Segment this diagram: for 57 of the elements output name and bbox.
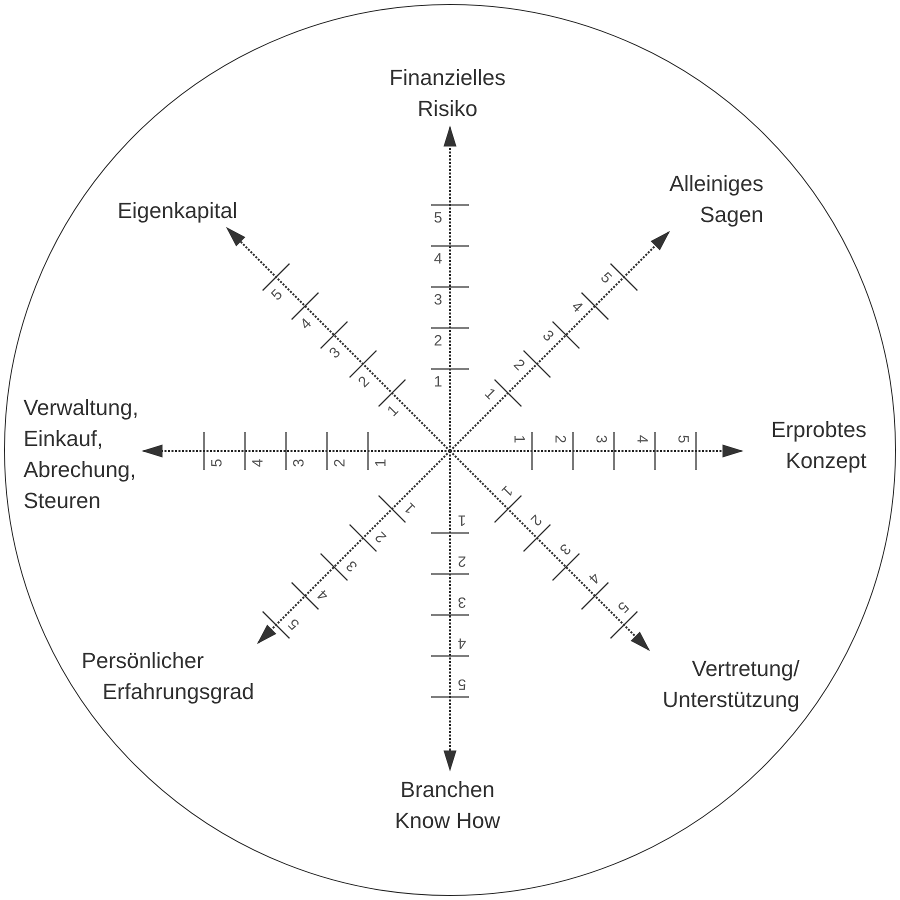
tick-label: 5 <box>210 458 224 468</box>
arrow <box>256 450 451 644</box>
tick-label: 5 <box>676 434 690 444</box>
tick-label: 1 <box>401 500 418 517</box>
tick-label: 1 <box>458 512 466 528</box>
arrow <box>444 126 456 451</box>
tick-label: 3 <box>292 458 306 468</box>
tick-label: 5 <box>434 210 442 226</box>
axis-label: Branchen Know How <box>386 774 510 836</box>
tick-label: 1 <box>374 458 388 468</box>
tick-label: 3 <box>594 434 608 444</box>
tick-label: 2 <box>528 512 545 529</box>
tick-label: 5 <box>285 616 302 632</box>
arrow <box>450 444 744 458</box>
arrow <box>444 451 456 772</box>
tick-label: 5 <box>458 676 466 692</box>
tick-label: 4 <box>586 570 602 587</box>
tick-label: 2 <box>458 554 466 568</box>
tick-label: 3 <box>434 292 442 308</box>
tick-label: 1 <box>499 483 516 500</box>
tick-label: 4 <box>434 252 442 266</box>
arrow <box>226 226 451 452</box>
tick-label: 4 <box>250 458 266 468</box>
tick-label: 1 <box>384 402 401 419</box>
tick-label: 3 <box>557 541 574 558</box>
arrow <box>449 230 670 452</box>
tick-label: 1 <box>512 434 526 444</box>
arrow <box>449 450 650 652</box>
tick-label: 1 <box>482 385 499 402</box>
tick-label: 2 <box>434 334 442 348</box>
tick-label: 2 <box>332 458 348 468</box>
arrow <box>142 444 450 458</box>
tick-label: 4 <box>458 636 466 650</box>
tick-label: 4 <box>634 434 650 444</box>
axis-label: Verwaltung, Einkauf, Abrechung, Steuren <box>24 392 140 516</box>
tick-label: 2 <box>372 529 389 546</box>
axis-label: Erprobtes Konzept <box>746 414 866 476</box>
tick-label: 3 <box>458 594 466 610</box>
axis-label: Vertretung/ Unterstützung <box>634 652 800 714</box>
tick-label: 5 <box>598 270 615 286</box>
tick-label: 3 <box>343 558 360 574</box>
axis-label: Alleiniges Sagen <box>642 168 764 230</box>
tick-label: 2 <box>552 434 568 444</box>
axis-label: Persönlicher Erfahrungsgrad <box>82 644 256 706</box>
tick-label: 1 <box>434 374 442 390</box>
tick-label: 2 <box>511 356 528 373</box>
axis-label: Finanzielles Risiko <box>382 62 512 124</box>
tick-label: 5 <box>268 286 285 303</box>
tick-label: 2 <box>355 373 372 390</box>
tick-label: 3 <box>540 327 557 344</box>
tick-label: 4 <box>569 298 586 315</box>
axis-label: Eigenkapital <box>118 194 238 226</box>
tick-label: 5 <box>614 599 632 616</box>
outer-circle <box>4 4 896 896</box>
tick-label: 4 <box>298 315 314 332</box>
tick-label: 4 <box>314 586 331 604</box>
tick-label: 3 <box>326 344 343 361</box>
